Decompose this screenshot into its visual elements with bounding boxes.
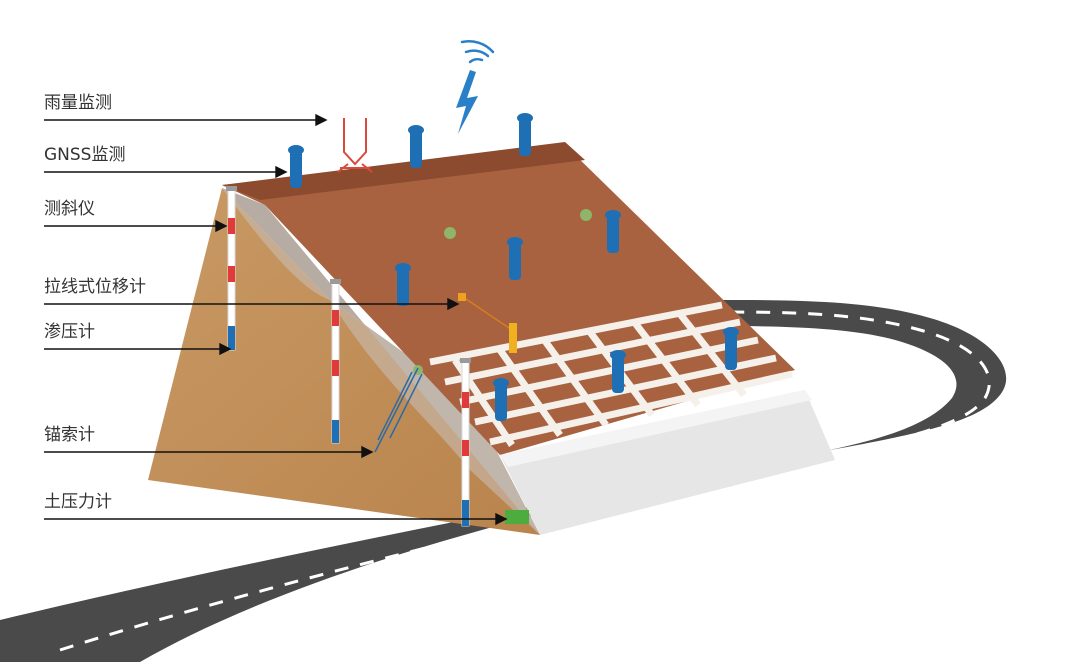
wire-displacement-anchor	[458, 293, 466, 301]
road	[0, 300, 1007, 662]
earth-pressure-cell	[505, 510, 529, 524]
inclinometer-tube-3	[460, 358, 471, 527]
sensor-posts	[288, 113, 739, 421]
surface-sensor-5	[610, 350, 626, 393]
label-wire-displacement-meter: 拉线式位移计	[44, 277, 146, 297]
label-inclinometer: 测斜仪	[44, 199, 95, 219]
wireless-signal-icon	[460, 39, 495, 64]
surface-sensor-4	[493, 378, 509, 421]
road-center-line	[59, 310, 991, 652]
surface-sensor-6	[723, 327, 739, 370]
gnss-receiver-2	[408, 125, 424, 168]
label-anchor-cable-meter: 锚索计	[44, 425, 95, 445]
rain-gauge	[337, 118, 373, 173]
lattice-frame	[429, 301, 793, 447]
survey-marker-1	[444, 227, 456, 239]
inclinometer-tube-2	[330, 279, 341, 444]
inclinometer-tube-1	[226, 186, 237, 351]
wire-displacement-wire	[465, 298, 513, 331]
survey-marker-2	[580, 209, 592, 221]
slope-top	[222, 142, 585, 200]
retaining-wall	[500, 390, 835, 535]
gnss-receiver-3	[517, 113, 533, 156]
surface-sensor-1	[395, 263, 411, 306]
retaining-wall-top	[500, 390, 812, 467]
label-earth-pressure-cell: 土压力计	[44, 492, 112, 512]
soil-section	[148, 188, 540, 535]
surface-sensor-3	[605, 210, 621, 253]
lightning-bolt-icon	[456, 70, 478, 134]
label-piezometer: 渗压计	[44, 322, 95, 342]
label-rain-monitoring: 雨量监测	[44, 93, 112, 113]
slope-face	[222, 148, 795, 455]
label-gnss-monitoring: GNSS监测	[44, 145, 126, 165]
anchor-cables	[374, 367, 423, 453]
cut-face-shade	[222, 188, 540, 535]
wire-displacement-meter	[509, 323, 517, 353]
gnss-receiver-1	[288, 145, 304, 188]
surface-sensor-2	[507, 237, 523, 280]
leader-lines	[44, 113, 508, 526]
